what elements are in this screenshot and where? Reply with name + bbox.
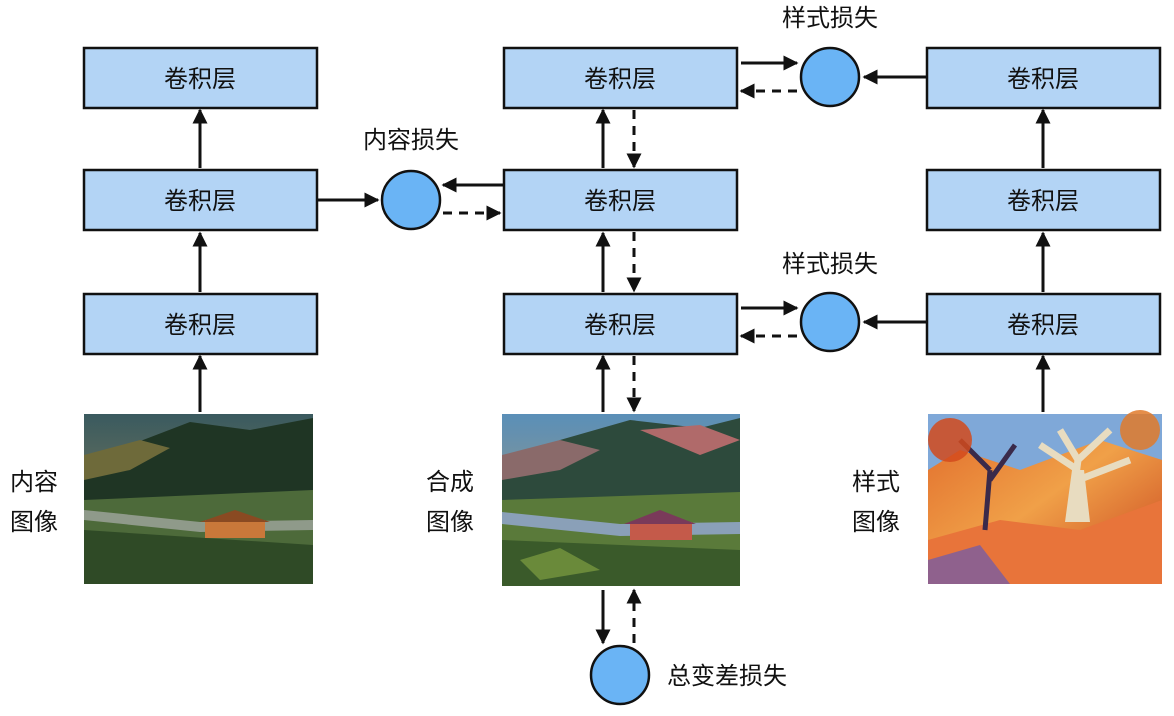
- style-conv-layer-3-label: 卷积层: [1007, 65, 1079, 93]
- content-conv-layer-2: [82, 168, 319, 232]
- content-image-label-line1: 内容: [10, 468, 58, 496]
- synthesized-image: [502, 414, 740, 586]
- synthesized-image-label-line1: 合成: [426, 468, 474, 496]
- style-loss-node-bottom: [799, 291, 861, 353]
- synth-conv-layer-3-label: 卷积层: [584, 65, 656, 93]
- synth-conv-layer-2-label: 卷积层: [584, 187, 656, 215]
- content-loss-label: 内容损失: [363, 126, 459, 154]
- content-loss-node: [380, 169, 442, 231]
- style-conv-layer-2: [925, 168, 1162, 232]
- synth-conv-layer-1-label: 卷积层: [584, 311, 656, 339]
- style-image-label-line2: 图像: [852, 508, 900, 536]
- content-conv-layer-3-label: 卷积层: [164, 65, 236, 93]
- style-network: 卷积层 卷积层 卷积层: [925, 46, 1162, 412]
- style-loss-label-top: 样式损失: [782, 4, 878, 32]
- synth-conv-layer-1: [502, 292, 739, 356]
- synthesized-image-label-line2: 图像: [426, 508, 474, 536]
- content-conv-layer-1-label: 卷积层: [164, 311, 236, 339]
- style-conv-layer-2-label: 卷积层: [1007, 187, 1079, 215]
- content-image: [84, 414, 313, 584]
- synth-conv-layer-2: [502, 168, 739, 232]
- style-loss-label-bottom: 样式损失: [782, 250, 878, 278]
- content-network: 卷积层 卷积层 卷积层: [82, 46, 319, 412]
- style-image-label-line1: 样式: [852, 468, 900, 496]
- content-conv-layer-2-label: 卷积层: [164, 187, 236, 215]
- style-loss-node-top: [799, 46, 861, 108]
- synth-conv-layer-3: [502, 46, 739, 110]
- total-variation-loss-node: [589, 644, 651, 706]
- synthesized-network: 卷积层 卷积层 卷积层: [502, 46, 739, 413]
- content-conv-layer-3: [82, 46, 319, 110]
- style-conv-layer-1: [925, 292, 1162, 356]
- style-conv-layer-3: [925, 46, 1162, 110]
- content-conv-layer-1: [82, 292, 319, 356]
- style-conv-layer-1-label: 卷积层: [1007, 311, 1079, 339]
- style-image: [928, 410, 1162, 584]
- total-variation-loss-label: 总变差损失: [667, 662, 787, 690]
- content-image-label-line2: 图像: [10, 508, 58, 536]
